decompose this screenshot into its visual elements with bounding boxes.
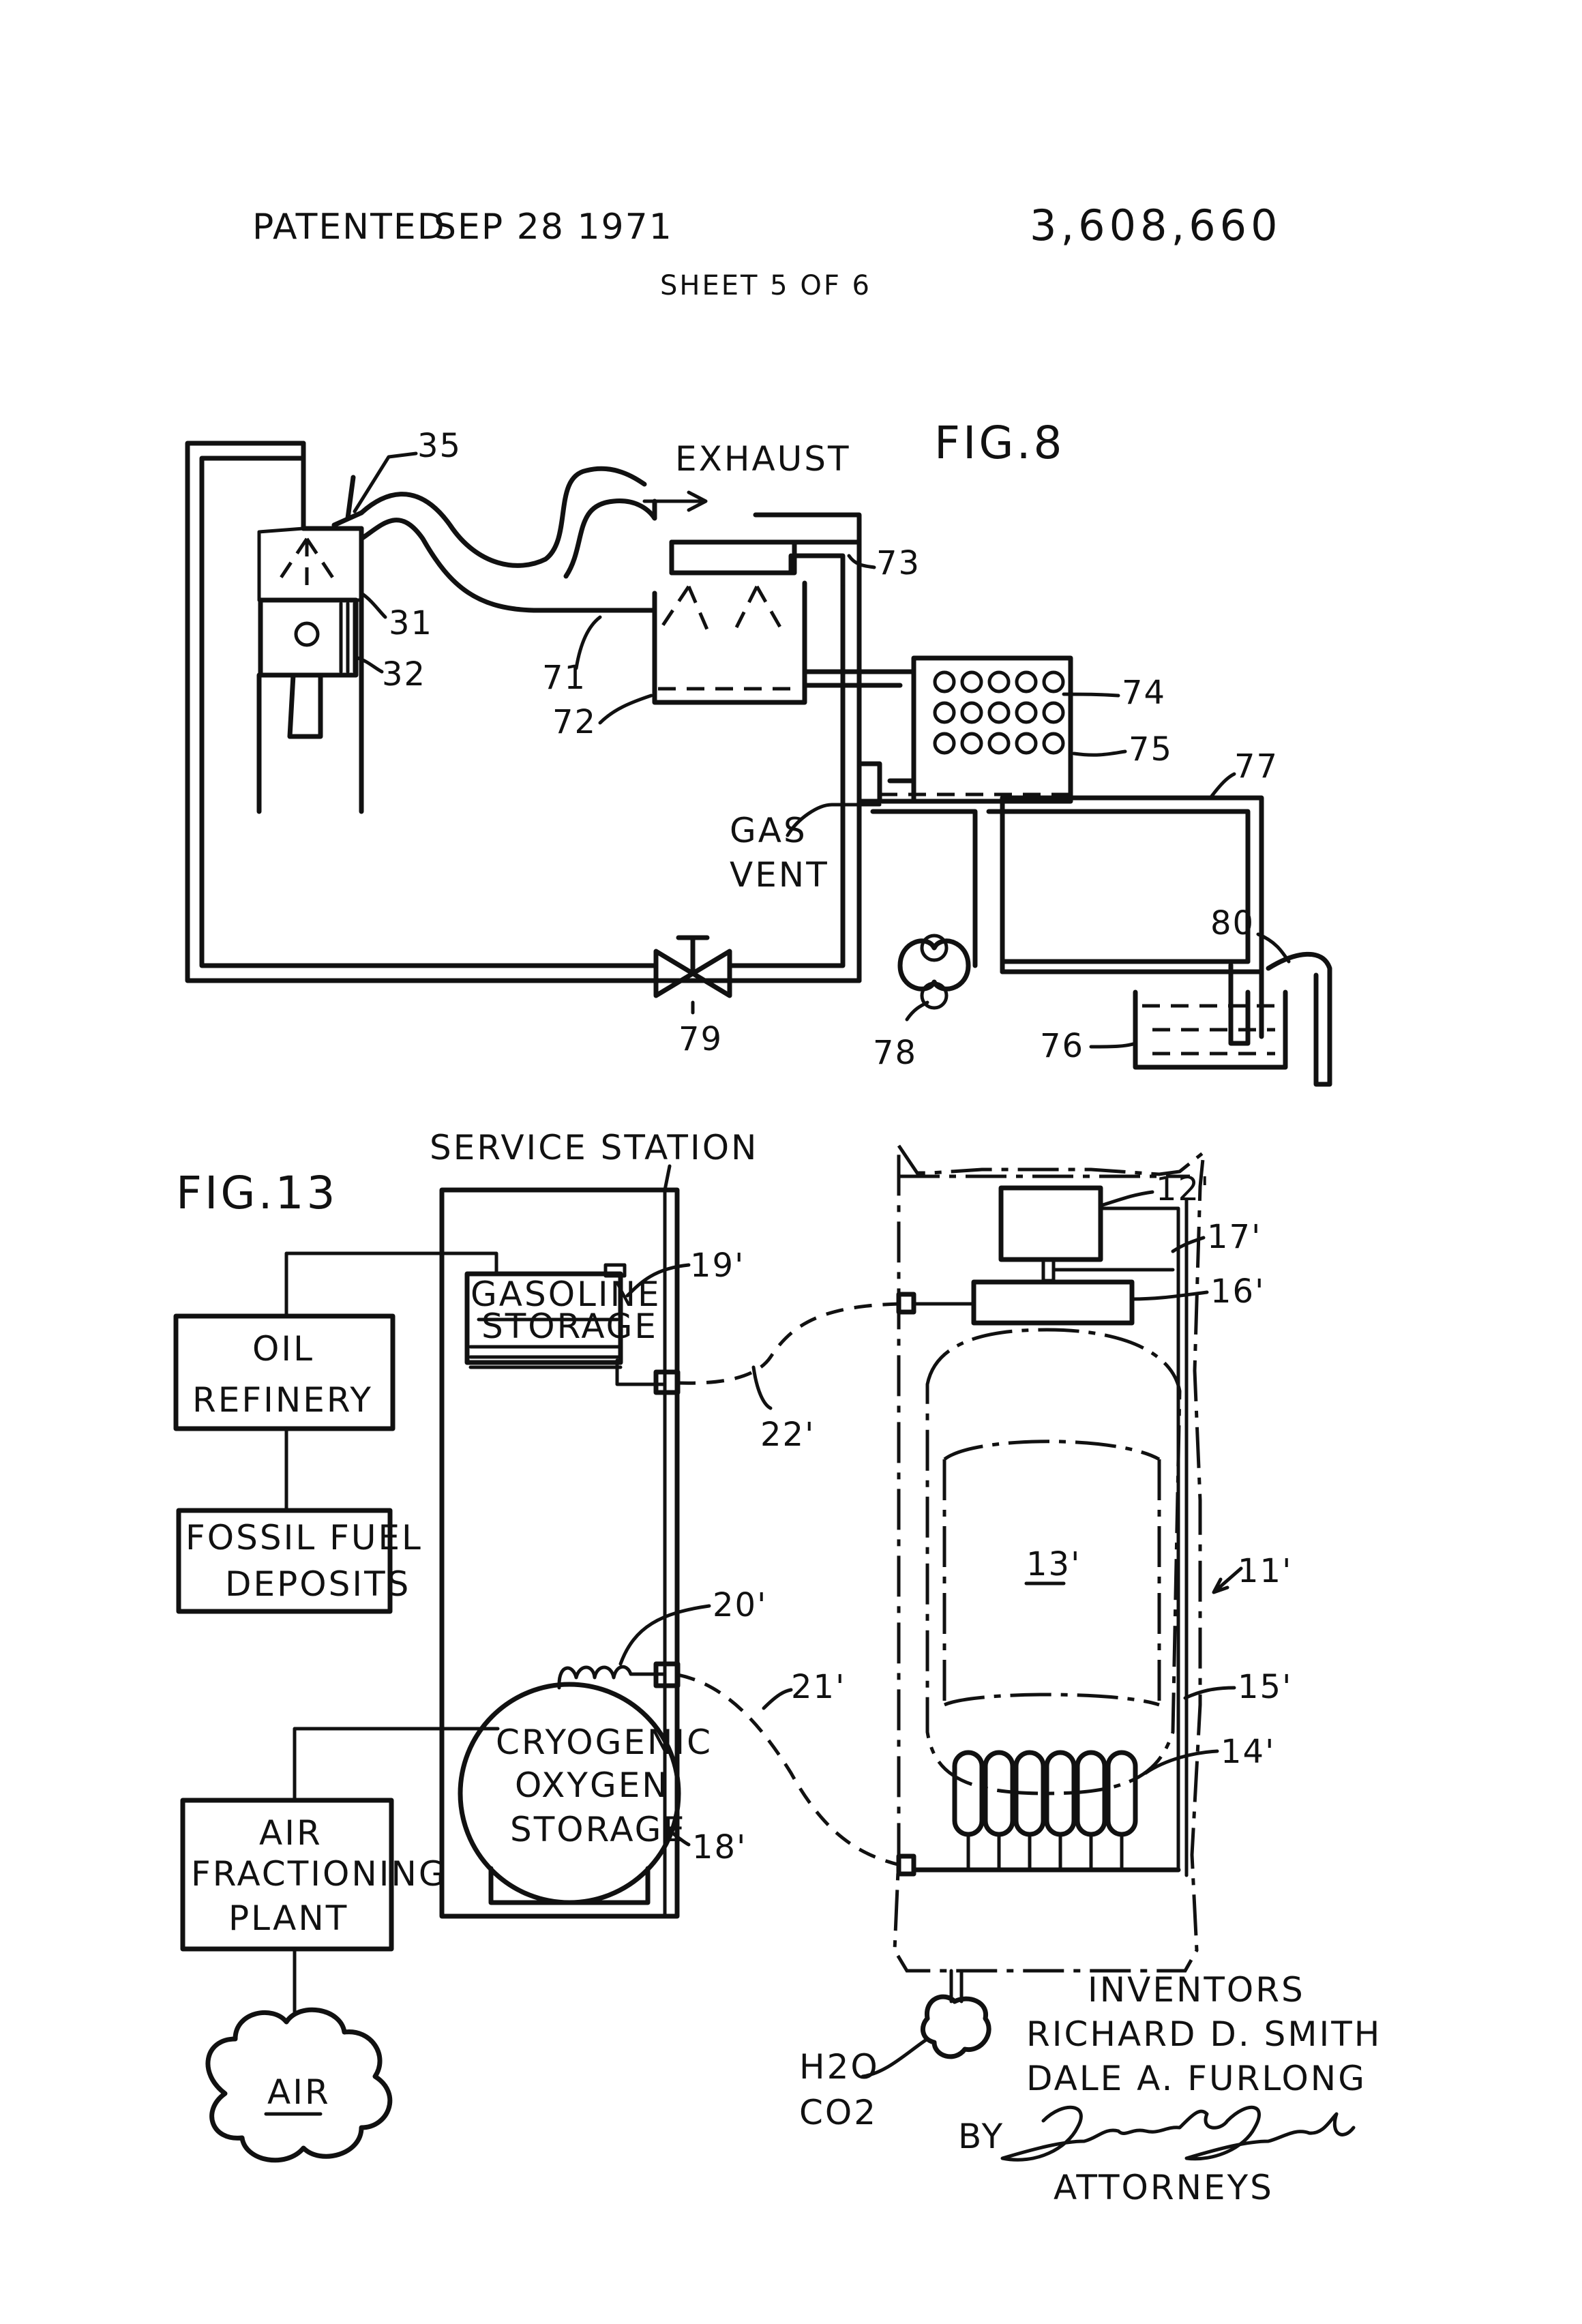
exhaust-label: EXHAUST: [675, 439, 851, 479]
ref-20p: 20': [713, 1586, 767, 1624]
service-station-label: SERVICE STATION: [430, 1128, 758, 1167]
ref-75: 75: [1129, 730, 1173, 769]
ref-18p: 18': [692, 1828, 747, 1866]
vehicle-11: [895, 1146, 1204, 2057]
exhaust-valve: [334, 477, 361, 525]
condenser-chamber: [655, 542, 859, 702]
attorney-signature: [1002, 2107, 1354, 2160]
air-plant-label-3: PLANT: [228, 1898, 348, 1938]
patent-number: 3,608,660: [1030, 200, 1282, 250]
tank-77: [1002, 798, 1262, 972]
ref-19p: 19': [690, 1247, 745, 1285]
ref-80: 80: [1210, 904, 1255, 942]
condenser-spray: [661, 586, 784, 634]
piston-pin: [296, 623, 318, 645]
exhaust-pipe-upper: [361, 468, 644, 565]
inventor-name-2: DALE A. FURLONG: [1026, 2059, 1367, 2098]
separator-75: [914, 658, 1071, 801]
oxygen-supply-line: [295, 1729, 498, 1800]
patented-label: PATENTED: [252, 207, 446, 248]
sheet-number: SHEET 5 OF 6: [660, 270, 871, 301]
fossil-fuel-label-1: FOSSIL FUEL: [185, 1518, 423, 1558]
gas-vent-label-2: VENT: [730, 855, 829, 895]
by-label: BY: [958, 2117, 1004, 2156]
ref-11p: 11': [1238, 1552, 1292, 1590]
ref-21p: 21': [791, 1668, 846, 1706]
cryo-label-2: OXYGEN: [515, 1766, 670, 1805]
inventors-block: INVENTORS RICHARD D. SMITH DALE A. FURLO…: [958, 1970, 1382, 2207]
ref-13p: 13': [1026, 1545, 1081, 1583]
gas-vent-label-1: GAS: [730, 811, 807, 850]
air-plant-label-2: FRACTIONING: [191, 1854, 447, 1894]
engine-cylinder: [259, 443, 361, 811]
inventor-name-1: RICHARD D. SMITH: [1026, 2014, 1382, 2054]
gasoline-storage: GASOLINE STORAGE: [467, 1265, 665, 1384]
injector-spray: [280, 539, 334, 586]
ref-22p: 22': [760, 1416, 815, 1454]
unit-16: [974, 1282, 1132, 1323]
ref-72: 72: [552, 703, 597, 741]
engine-12: [1001, 1188, 1101, 1260]
gasoline-label-2: STORAGE: [481, 1307, 658, 1346]
oil-refinery-label-1: OIL: [252, 1329, 314, 1369]
pump-78: [900, 936, 968, 1008]
ref-32: 32: [382, 655, 426, 694]
oxygen-cylinders-14: [955, 1753, 1135, 1870]
ref-17p: 17': [1207, 1218, 1262, 1256]
ref-71: 71: [542, 659, 586, 697]
ref-77: 77: [1234, 747, 1279, 786]
return-line-outer: [188, 443, 859, 981]
ref-79: 79: [678, 1020, 723, 1058]
cryo-label-3: STORAGE: [510, 1810, 687, 1849]
exhaust-cloud: [923, 1997, 989, 2057]
fig8-title: FIG.8: [934, 417, 1065, 469]
gasoline-hose-22: [678, 1304, 900, 1383]
gasoline-inlet: [899, 1294, 914, 1312]
h2o-label: H2O: [799, 2047, 880, 2087]
ref-35: 35: [417, 427, 462, 465]
fig13-title: FIG.13: [176, 1167, 338, 1219]
valve-79: [656, 938, 730, 996]
inventors-heading: INVENTORS: [1088, 1970, 1305, 2010]
air-label: AIR: [267, 2072, 331, 2112]
piston-rings: [341, 604, 355, 672]
fossil-fuel-label-2: DEPOSITS: [225, 1564, 411, 1604]
overflow-80: [1268, 954, 1330, 1084]
ref-12p: 12': [1156, 1170, 1210, 1208]
ref-76: 76: [1040, 1027, 1084, 1065]
attorneys-label: ATTORNEYS: [1054, 2168, 1274, 2207]
ref-78: 78: [873, 1034, 917, 1072]
ref-15p: 15': [1238, 1668, 1292, 1706]
vaporizer-coil-20: [559, 1667, 665, 1684]
co2-label: CO2: [799, 2093, 878, 2132]
ref-73: 73: [876, 544, 921, 582]
ref-31: 31: [389, 604, 433, 642]
cryo-label-1: CRYOGENIC: [496, 1723, 713, 1762]
air-plant-label-1: AIR: [259, 1813, 323, 1853]
patent-date: SEP 28 1971: [434, 207, 673, 248]
ref-74: 74: [1122, 674, 1166, 712]
ref-16p: 16': [1210, 1272, 1265, 1311]
connecting-rod: [290, 675, 320, 736]
fig8-diagram: FIG.8 EXHAUST: [188, 417, 1330, 1084]
oil-refinery-label-2: REFINERY: [192, 1380, 373, 1420]
filter-holes-74: [935, 672, 1063, 753]
oxygen-inlet: [899, 1856, 914, 1874]
ref-14p: 14': [1221, 1733, 1275, 1771]
coupling-19: [656, 1372, 678, 1392]
